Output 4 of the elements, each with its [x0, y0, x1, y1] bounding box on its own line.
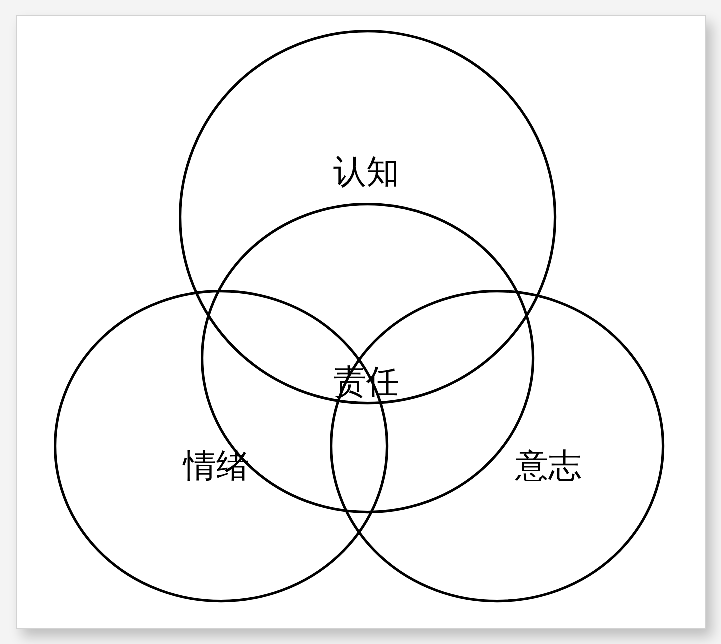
venn-ellipse: [179, 30, 557, 405]
set-label: 认知: [333, 154, 400, 188]
set-label: 意志: [515, 448, 582, 482]
venn-ellipse: [330, 290, 665, 603]
